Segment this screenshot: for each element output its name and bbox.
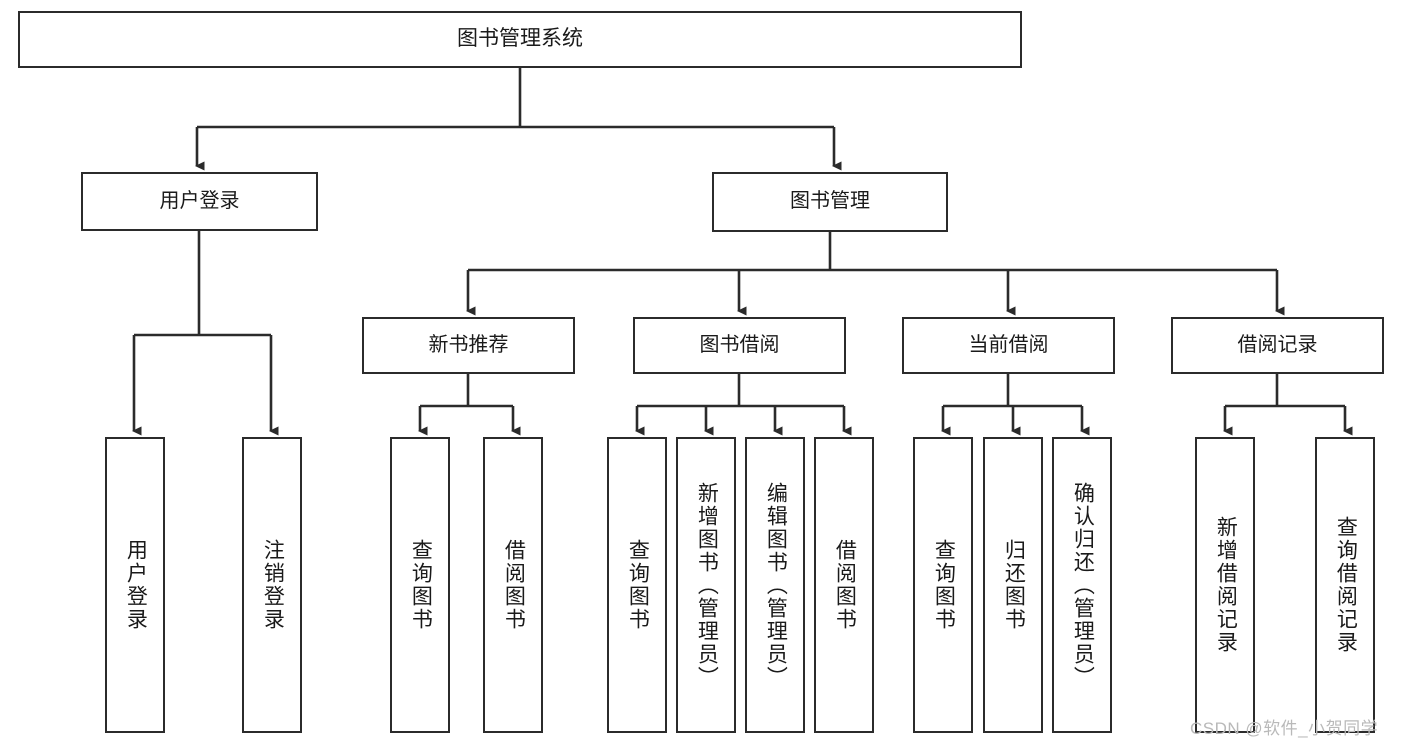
node-leaf-borrow-book-2[interactable]: 借阅图书 xyxy=(814,437,874,733)
node-leaf-user-login[interactable]: 用户登录 xyxy=(105,437,165,733)
node-user-login[interactable]: 用户登录 xyxy=(81,172,318,231)
node-leaf-user-login-label: 用户登录 xyxy=(124,539,148,631)
node-leaf-add-record-label: 新增借阅记录 xyxy=(1214,516,1238,654)
node-leaf-borrow-book-1-label: 借阅图书 xyxy=(502,539,526,631)
node-root[interactable]: 图书管理系统 xyxy=(18,11,1022,68)
node-root-label: 图书管理系统 xyxy=(457,27,583,51)
node-leaf-query-record-label: 查询借阅记录 xyxy=(1334,516,1358,654)
node-leaf-edit-book[interactable]: 编辑图书（管理员） xyxy=(745,437,805,733)
node-leaf-confirm-return-label: 确认归还（管理员） xyxy=(1071,481,1095,689)
node-leaf-edit-book-label: 编辑图书（管理员） xyxy=(764,481,788,689)
node-new-book-recommend-label: 新书推荐 xyxy=(428,333,509,356)
node-leaf-add-book[interactable]: 新增图书（管理员） xyxy=(676,437,736,733)
node-leaf-query-book-2[interactable]: 查询图书 xyxy=(607,437,667,733)
watermark-csdn: CSDN @软件_小贺同学 xyxy=(1190,714,1378,739)
node-leaf-borrow-book-1[interactable]: 借阅图书 xyxy=(483,437,543,733)
node-leaf-query-book-2-label: 查询图书 xyxy=(626,539,650,631)
node-borrow-record[interactable]: 借阅记录 xyxy=(1171,317,1384,374)
node-borrow-record-label: 借阅记录 xyxy=(1237,333,1318,356)
node-current-borrow-label: 当前借阅 xyxy=(968,333,1049,356)
node-book-borrow[interactable]: 图书借阅 xyxy=(633,317,846,374)
node-leaf-user-logout-label: 注销登录 xyxy=(261,539,285,631)
node-user-login-label: 用户登录 xyxy=(159,189,240,212)
node-book-manage-label: 图书管理 xyxy=(790,190,870,213)
node-leaf-query-book-3[interactable]: 查询图书 xyxy=(913,437,973,733)
node-leaf-query-book-1-label: 查询图书 xyxy=(409,539,433,631)
watermark-text: CSDN @软件_小贺同学 xyxy=(1190,719,1379,738)
node-book-manage[interactable]: 图书管理 xyxy=(712,172,948,232)
node-current-borrow[interactable]: 当前借阅 xyxy=(902,317,1115,374)
node-leaf-add-book-label: 新增图书（管理员） xyxy=(695,481,719,689)
node-leaf-query-book-3-label: 查询图书 xyxy=(932,539,956,631)
node-book-borrow-label: 图书借阅 xyxy=(699,333,780,356)
node-leaf-add-record[interactable]: 新增借阅记录 xyxy=(1195,437,1255,733)
node-leaf-user-logout[interactable]: 注销登录 xyxy=(242,437,302,733)
node-leaf-confirm-return[interactable]: 确认归还（管理员） xyxy=(1052,437,1112,733)
node-leaf-borrow-book-2-label: 借阅图书 xyxy=(833,539,857,631)
node-leaf-return-book-label: 归还图书 xyxy=(1002,539,1026,631)
node-leaf-query-book-1[interactable]: 查询图书 xyxy=(390,437,450,733)
node-leaf-return-book[interactable]: 归还图书 xyxy=(983,437,1043,733)
node-new-book-recommend[interactable]: 新书推荐 xyxy=(362,317,575,374)
node-leaf-query-record[interactable]: 查询借阅记录 xyxy=(1315,437,1375,733)
